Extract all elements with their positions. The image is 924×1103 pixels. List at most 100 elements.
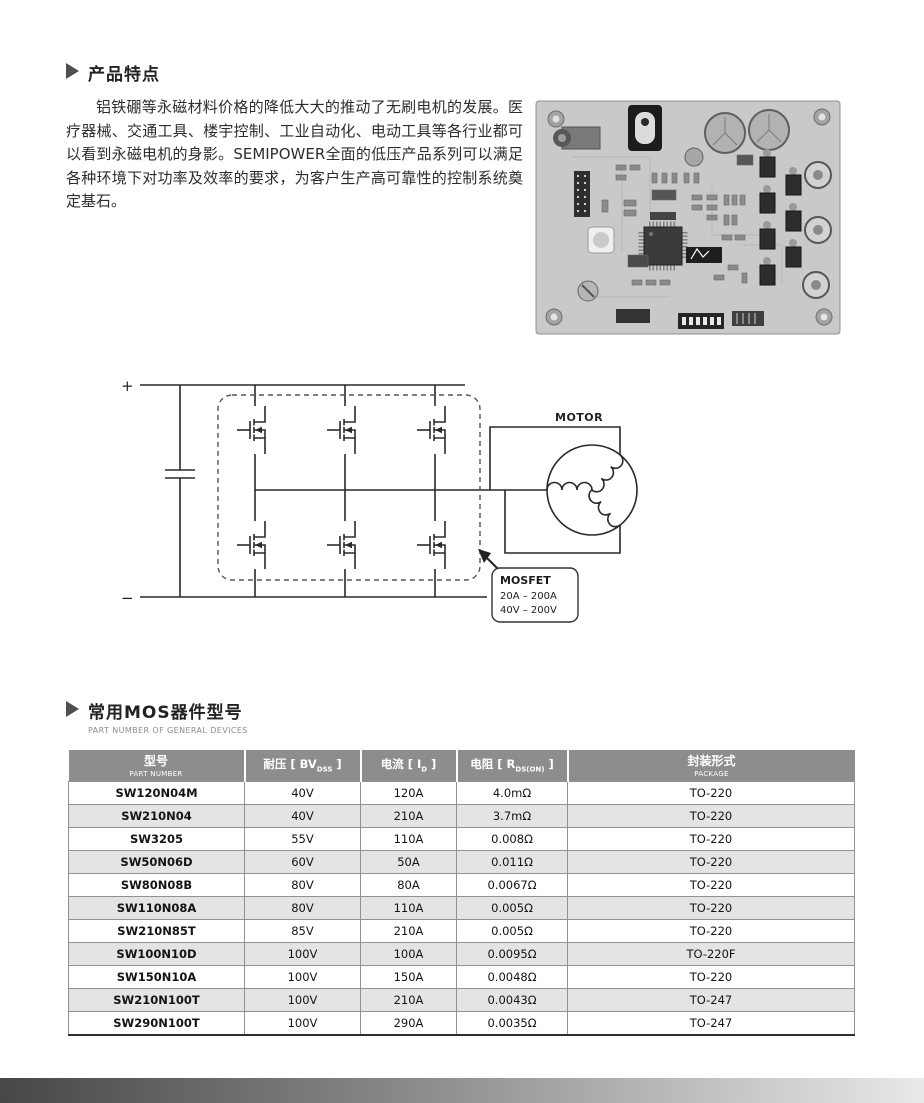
motor-winding xyxy=(591,454,627,496)
cell-voltage: 100V xyxy=(244,965,361,989)
cell-part-number: SW210N04 xyxy=(68,804,245,828)
table-header-row: 型号 PART NUMBER 耐压 [ BVDSS ] 电流 [ ID ] 电阻… xyxy=(68,750,855,782)
mosfet-symbol xyxy=(416,405,446,455)
push-button xyxy=(587,226,615,254)
cell-part-number: SW290N100T xyxy=(68,1011,245,1036)
brand-logo xyxy=(686,247,722,263)
dip-switch xyxy=(678,313,724,329)
callout-arrow xyxy=(484,555,500,571)
cell-current: 210A xyxy=(360,919,457,943)
features-section-header: 产品特点 xyxy=(66,60,160,85)
cell-voltage: 55V xyxy=(244,827,361,851)
bottom-connector xyxy=(616,309,764,326)
cell-voltage: 80V xyxy=(244,873,361,897)
dc-link-capacitor xyxy=(165,385,195,597)
callout-current-range: 20A – 200A xyxy=(500,591,557,602)
cell-part-number: SW210N85T xyxy=(68,919,245,943)
col-header-voltage: 耐压 [ BVDSS ] xyxy=(243,750,361,782)
cell-resistance: 0.0067Ω xyxy=(456,873,568,897)
features-paragraph: 铝铁硼等永磁材料价格的降低大大的推动了无刷电机的发展。医疗器械、交通工具、楼宇控… xyxy=(66,98,523,211)
devices-title: 常用MOS器件型号 xyxy=(88,703,243,723)
cell-package: TO-220 xyxy=(567,896,855,920)
table-row: SW80N08B 80V 80A 0.0067Ω TO-220 xyxy=(68,873,855,897)
table-row: SW210N04 40V 210A 3.7mΩ TO-220 xyxy=(68,804,855,828)
cell-package: TO-220 xyxy=(567,827,855,851)
footer-gradient-bar xyxy=(0,1078,924,1103)
cell-resistance: 0.0035Ω xyxy=(456,1011,568,1036)
cell-package: TO-220 xyxy=(567,850,855,874)
cell-part-number: SW80N08B xyxy=(68,873,245,897)
cell-package: TO-220 xyxy=(567,781,855,805)
col-header-part-number: 型号 PART NUMBER xyxy=(68,750,245,782)
cell-package: TO-220 xyxy=(567,965,855,989)
cell-package: TO-247 xyxy=(567,988,855,1012)
callout-title: MOSFET xyxy=(500,574,551,587)
table-row: SW100N10D 100V 100A 0.0095Ω TO-220F xyxy=(68,942,855,966)
cell-part-number: SW100N10D xyxy=(68,942,245,966)
callout-voltage-range: 40V – 200V xyxy=(500,605,557,616)
circuit-wires xyxy=(140,384,621,598)
cell-part-number: SW50N06D xyxy=(68,850,245,874)
col-header-resistance: 电阻 [ RDS(ON) ] xyxy=(455,750,568,782)
cell-voltage: 100V xyxy=(244,1011,361,1036)
features-heading-block: 产品特点 xyxy=(88,60,160,85)
devices-subtitle: PART NUMBER OF GENERAL DEVICES xyxy=(88,726,248,735)
cell-current: 210A xyxy=(360,804,457,828)
devices-section-header: 常用MOS器件型号 PART NUMBER OF GENERAL DEVICES xyxy=(66,698,248,735)
table-row: SW110N08A 80V 110A 0.005Ω TO-220 xyxy=(68,896,855,920)
table-row: SW50N06D 60V 50A 0.011Ω TO-220 xyxy=(68,850,855,874)
cell-voltage: 85V xyxy=(244,919,361,943)
callout-arrowhead-icon xyxy=(478,549,491,563)
table-body: SW120N04M 40V 120A 4.0mΩ TO-220 SW210N04… xyxy=(68,781,855,1036)
mosfet-symbol xyxy=(326,520,356,570)
table-row: SW290N100T 100V 290A 0.0035Ω TO-247 xyxy=(68,1011,855,1036)
cell-part-number: SW110N08A xyxy=(68,896,245,920)
cell-part-number: SW120N04M xyxy=(68,781,245,805)
section-marker-icon xyxy=(66,701,79,717)
cell-resistance: 0.0043Ω xyxy=(456,988,568,1012)
table-row: SW120N04M 40V 120A 4.0mΩ TO-220 xyxy=(68,781,855,805)
pcb-board-graphic xyxy=(535,100,841,335)
table-header: 型号 PART NUMBER 耐压 [ BVDSS ] 电流 [ ID ] 电阻… xyxy=(68,750,855,782)
cell-resistance: 0.0048Ω xyxy=(456,965,568,989)
cell-resistance: 0.008Ω xyxy=(456,827,568,851)
cell-current: 120A xyxy=(360,781,457,805)
col-header-current: 电流 [ ID ] xyxy=(359,750,457,782)
rocker-switch xyxy=(628,105,662,151)
cell-package: TO-247 xyxy=(567,1011,855,1036)
trimmer-potentiometer xyxy=(577,280,599,302)
mos-device-table: 型号 PART NUMBER 耐压 [ BVDSS ] 电流 [ ID ] 电阻… xyxy=(68,750,855,1036)
mosfet-bridge-outline xyxy=(217,394,481,581)
cell-resistance: 0.005Ω xyxy=(456,896,568,920)
cell-resistance: 0.011Ω xyxy=(456,850,568,874)
cell-part-number: SW210N100T xyxy=(68,988,245,1012)
cell-package: TO-220 xyxy=(567,873,855,897)
pcb-photo xyxy=(532,95,845,340)
mosfet-symbol xyxy=(236,405,266,455)
plus-terminal-label: + xyxy=(121,377,134,395)
motor-label: MOTOR xyxy=(555,411,603,424)
cell-current: 290A xyxy=(360,1011,457,1036)
cell-current: 50A xyxy=(360,850,457,874)
cell-current: 110A xyxy=(360,827,457,851)
col-header-package: 封装形式 PACKAGE xyxy=(566,750,855,782)
motor-winding xyxy=(585,489,621,531)
cell-current: 150A xyxy=(360,965,457,989)
mosfet-callout: MOSFET 20A – 200A 40V – 200V xyxy=(491,567,579,623)
cell-voltage: 40V xyxy=(244,804,361,828)
cell-current: 110A xyxy=(360,896,457,920)
mounting-holes xyxy=(545,108,833,326)
mosfet-symbol xyxy=(416,520,446,570)
cell-voltage: 40V xyxy=(244,781,361,805)
cell-current: 80A xyxy=(360,873,457,897)
pin-header xyxy=(574,171,676,220)
mosfet-symbol xyxy=(236,520,266,570)
cell-package: TO-220F xyxy=(567,942,855,966)
cell-resistance: 3.7mΩ xyxy=(456,804,568,828)
cell-current: 100A xyxy=(360,942,457,966)
table-row: SW150N10A 100V 150A 0.0048Ω TO-220 xyxy=(68,965,855,989)
cell-resistance: 4.0mΩ xyxy=(456,781,568,805)
cell-voltage: 100V xyxy=(244,942,361,966)
cell-resistance: 0.0095Ω xyxy=(456,942,568,966)
